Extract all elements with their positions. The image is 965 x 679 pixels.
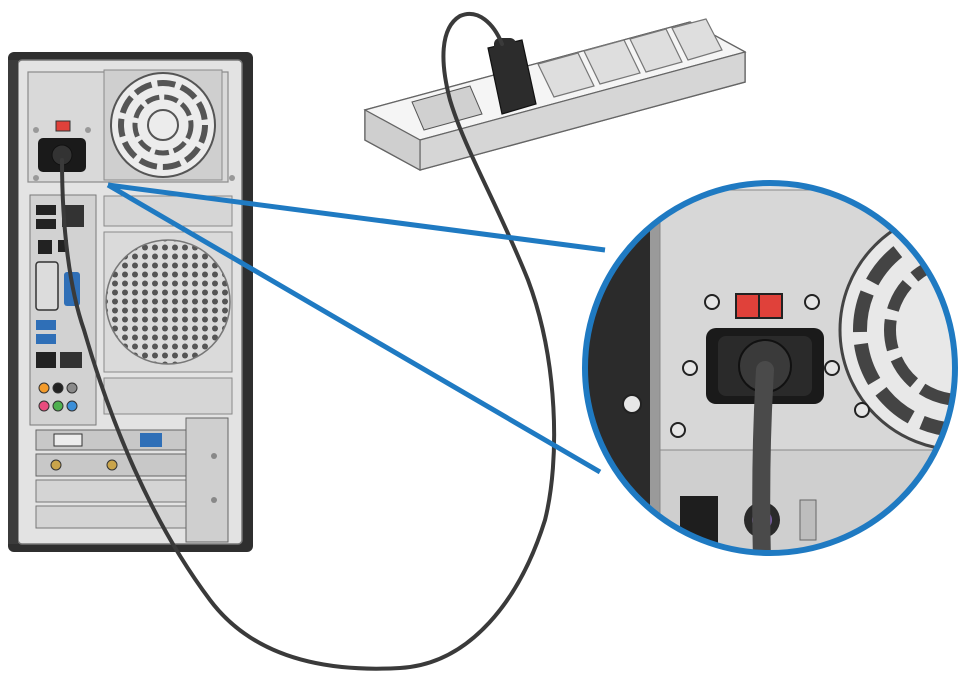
power-switch-icon (55, 120, 71, 132)
power-strip-icon (363, 18, 747, 172)
psu-fan-icon (103, 69, 223, 181)
pc-tower-icon (8, 52, 253, 552)
power-cable-icon (60, 12, 557, 671)
